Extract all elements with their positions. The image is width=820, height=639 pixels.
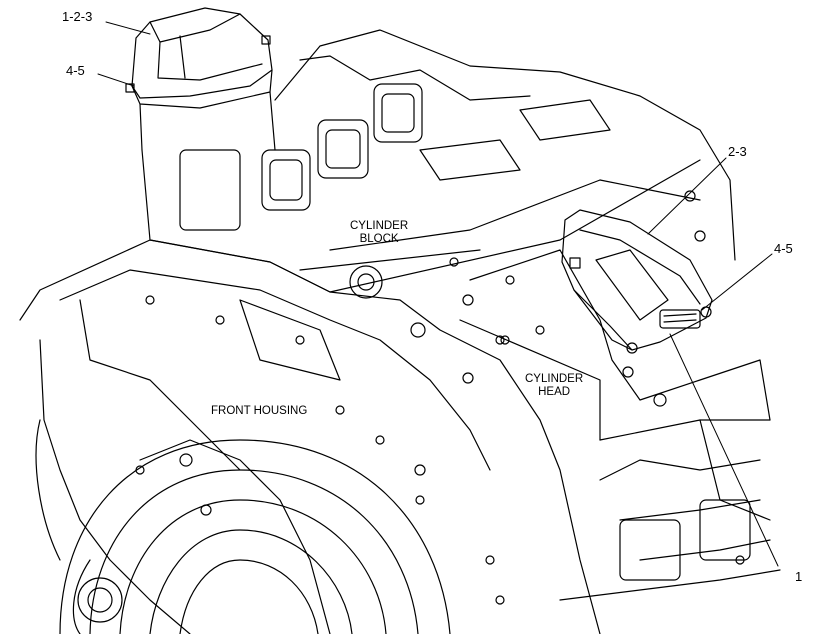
front-housing-label: FRONT HOUSING bbox=[211, 405, 308, 417]
cylinder-head bbox=[459, 249, 771, 521]
cylinder-block-label: CYLINDER BLOCK bbox=[350, 220, 408, 246]
cylinder-block-label-line2: BLOCK bbox=[359, 232, 399, 245]
callout-1: 1 bbox=[795, 569, 803, 584]
leader-line-top-4-5 bbox=[97, 73, 135, 87]
leader-line-2-3 bbox=[647, 157, 727, 235]
top-valve-cover bbox=[125, 7, 276, 151]
cylinder-block-label-line1: CYLINDER bbox=[350, 220, 409, 232]
flywheel-housing-arcs bbox=[35, 419, 451, 635]
callout-top-4-5: 4-5 bbox=[66, 63, 85, 78]
leader-lines bbox=[97, 21, 779, 567]
right-valve-cover bbox=[561, 209, 713, 354]
leader-line-1 bbox=[669, 333, 779, 567]
callout-1-2-3: 1-2-3 bbox=[62, 9, 93, 24]
cylinder-head-label: CYLINDER HEAD bbox=[525, 373, 583, 399]
leader-line-1-2-3 bbox=[105, 21, 151, 35]
cylinder-head-label-line2: HEAD bbox=[538, 385, 571, 398]
front-housing bbox=[19, 239, 601, 635]
leader-line-right-4-5 bbox=[701, 253, 773, 311]
cylinder-block bbox=[141, 29, 736, 345]
lower-block bbox=[559, 459, 781, 601]
cylinder-head-label-line1: CYLINDER bbox=[525, 373, 584, 385]
callout-right-4-5: 4-5 bbox=[774, 241, 793, 256]
callout-2-3: 2-3 bbox=[728, 144, 747, 159]
